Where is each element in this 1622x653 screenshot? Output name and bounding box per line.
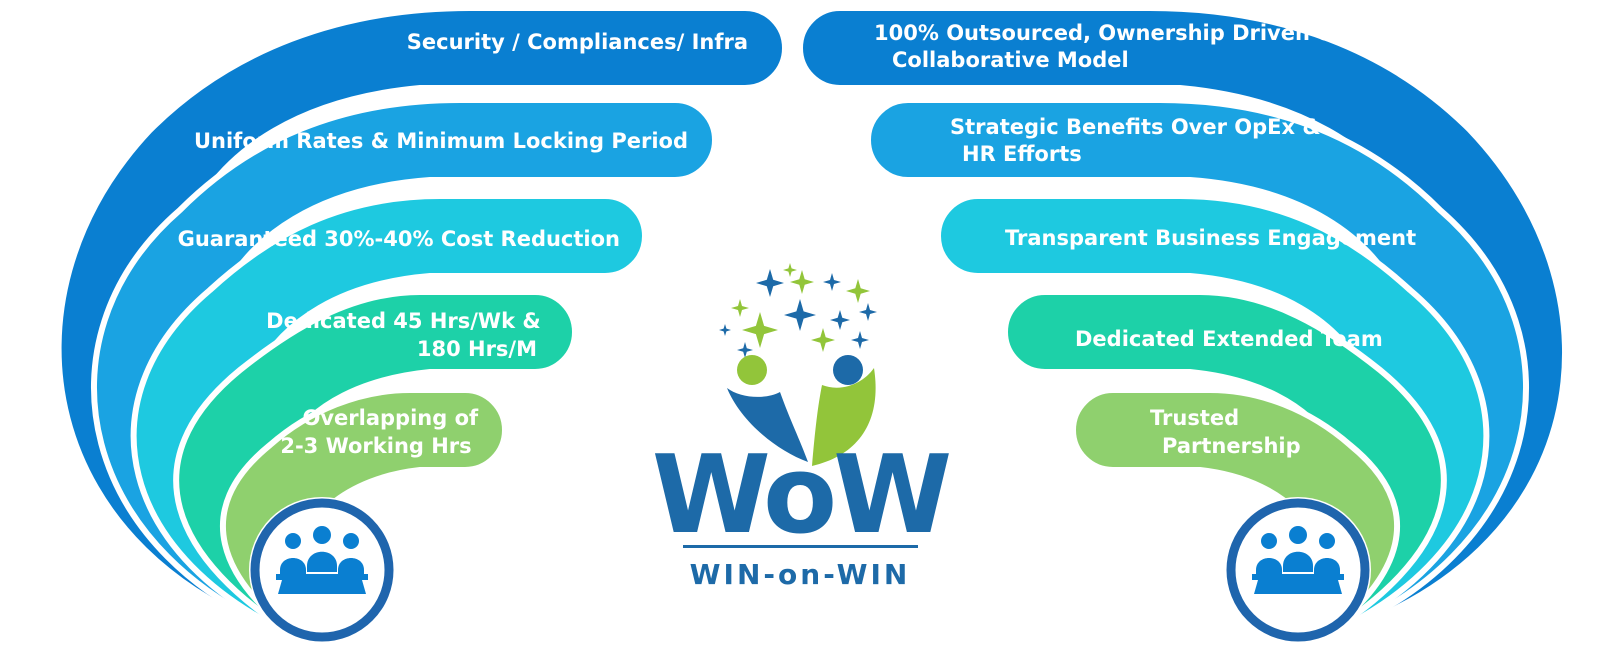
star-icon	[731, 299, 749, 317]
star-icon	[859, 303, 877, 321]
left-team-circle	[249, 497, 395, 643]
wow-logo: WoW WIN-on-WIN	[652, 263, 953, 591]
blue-figure-body	[727, 388, 808, 462]
logo-tagline: WIN-on-WIN	[690, 558, 911, 591]
left-circle-ring	[250, 498, 394, 642]
star-icon	[756, 269, 784, 297]
star-icon	[851, 331, 869, 349]
star-icon	[823, 273, 841, 291]
left-item-5-label: Overlapping of 2-3 Working Hrs	[280, 406, 485, 458]
right-item-4-label: Dedicated Extended Team	[1075, 327, 1383, 351]
right-item-3-label: Transparent Business Engagement	[1005, 226, 1416, 250]
right-wing: 100% Outsourced, Ownership Driven & Coll…	[797, 5, 1569, 643]
star-icon	[830, 310, 850, 330]
green-figure-body	[812, 368, 876, 466]
right-team-circle	[1225, 497, 1371, 643]
star-icon	[742, 312, 778, 348]
star-icon	[811, 328, 835, 352]
right-item-2-label: Strategic Benefits Over OpEx & HR Effort…	[950, 115, 1328, 166]
star-icon	[784, 299, 816, 331]
star-icon	[719, 324, 731, 336]
team-meeting-icon	[276, 526, 368, 594]
star-icon	[790, 270, 814, 294]
right-item-1-label: 100% Outsourced, Ownership Driven & Coll…	[874, 21, 1343, 72]
right-circle-ring	[1226, 498, 1370, 642]
people-figures-icon	[727, 355, 876, 466]
logo-divider	[683, 545, 918, 548]
logo-wordmark: WoW	[652, 433, 949, 558]
left-wing: Security / Compliances/ Infra Uniform Ra…	[55, 5, 788, 643]
right-item-5-label: Trusted Partnership	[1150, 406, 1301, 458]
blue-figure-head	[833, 355, 863, 385]
left-item-3-label: Guaranteed 30%-40% Cost Reduction	[178, 227, 620, 251]
green-figure-head	[737, 355, 767, 385]
star-icon	[846, 279, 870, 303]
left-item-2-label: Uniform Rates & Minimum Locking Period	[194, 129, 688, 153]
left-item-4-label: Dedicated 45 Hrs/Wk & 180 Hrs/M	[266, 309, 548, 361]
team-meeting-icon	[1252, 526, 1344, 594]
star-icon	[783, 263, 797, 277]
stars-icon	[719, 263, 877, 358]
star-icon	[737, 342, 753, 358]
left-item-1-label: Security / Compliances/ Infra	[407, 30, 748, 54]
